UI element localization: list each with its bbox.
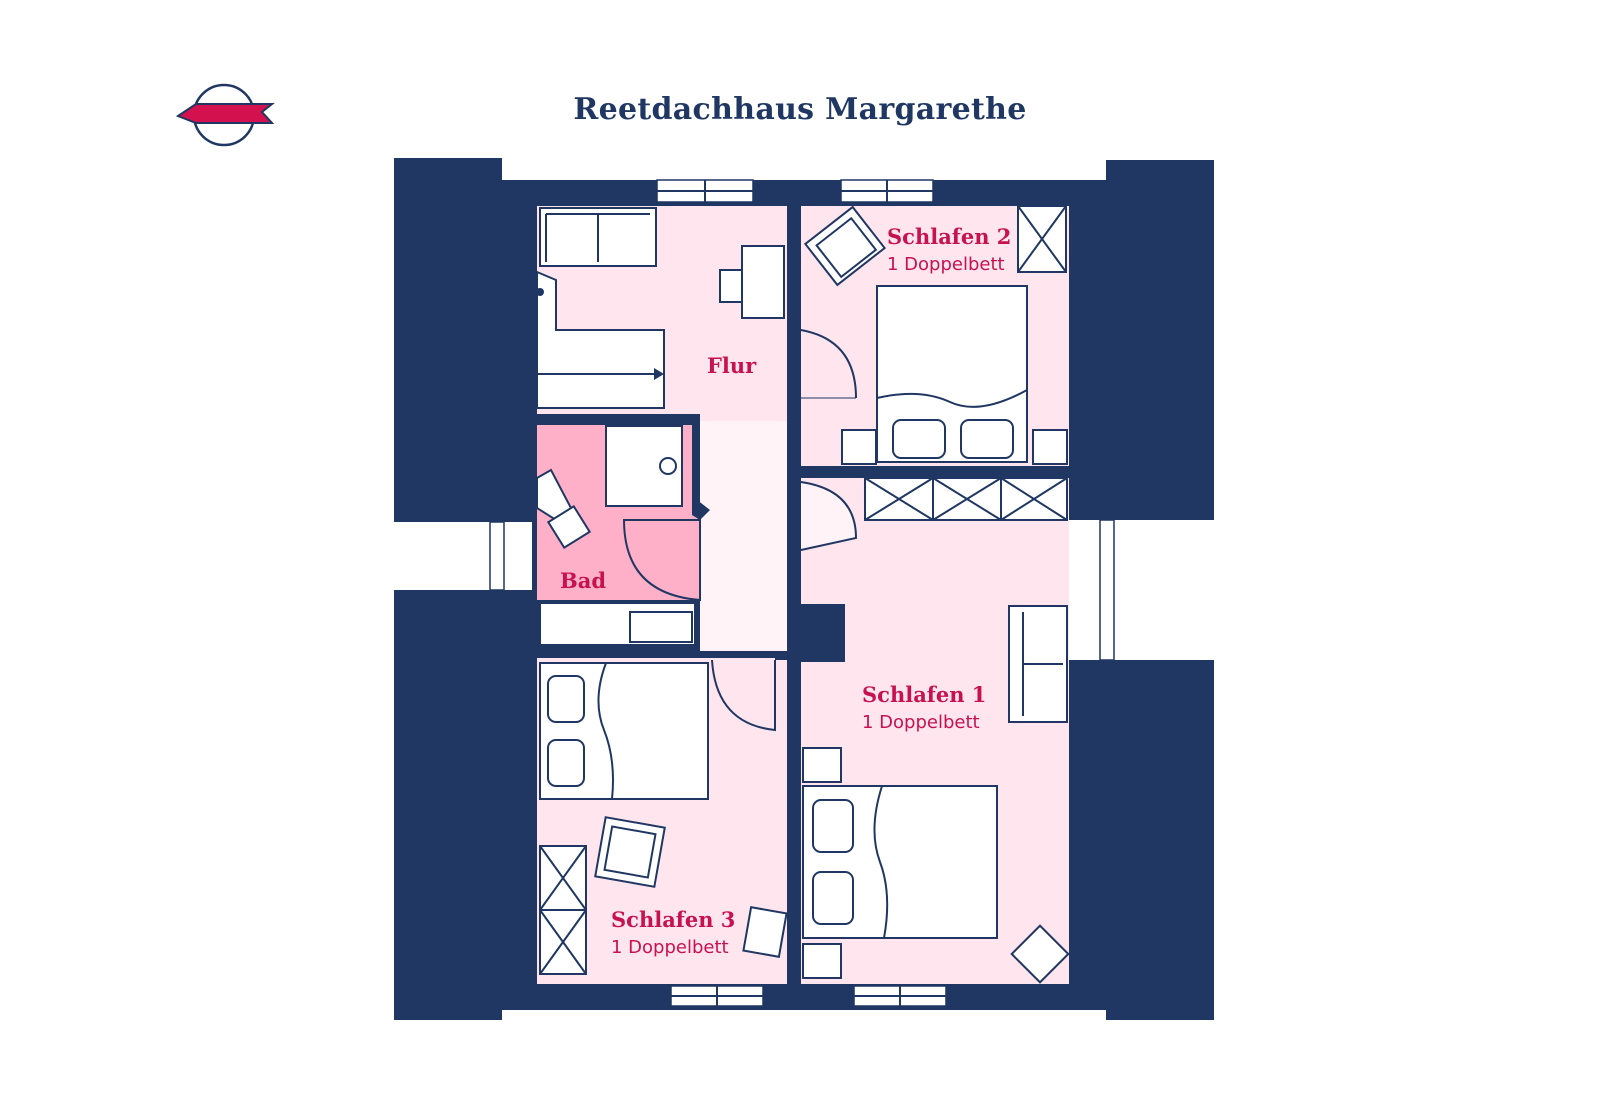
bad-furniture bbox=[536, 425, 696, 646]
schlafen3-furniture bbox=[539, 662, 788, 975]
flur-label: Flur bbox=[707, 353, 757, 378]
schlafen2-beds: 1 Doppelbett bbox=[887, 254, 1005, 275]
schlafen1-beds: 1 Doppelbett bbox=[862, 712, 980, 733]
bad-label: Bad bbox=[560, 568, 606, 593]
flur-furniture bbox=[536, 207, 785, 409]
compass-ribbon-icon bbox=[175, 83, 275, 147]
schlafen3-label: Schlafen 3 bbox=[611, 907, 735, 932]
doors bbox=[622, 329, 858, 732]
windows bbox=[489, 179, 1115, 1007]
flur-chair bbox=[719, 269, 743, 303]
flur-corridor bbox=[700, 421, 787, 651]
schlafen2-label: Schlafen 2 bbox=[887, 224, 1011, 249]
schlafen1-label: Schlafen 1 bbox=[862, 682, 986, 707]
room-labels: Schlafen 2 1 Doppelbett Flur Bad Schlafe… bbox=[560, 224, 1011, 958]
schlafen3-beds: 1 Doppelbett bbox=[611, 937, 729, 958]
schlafen2-furniture bbox=[803, 205, 1068, 465]
page-title: Reetdachhaus Margarethe bbox=[573, 92, 1027, 127]
flur-desk bbox=[741, 245, 785, 319]
schlafen1-furniture bbox=[802, 477, 1070, 984]
